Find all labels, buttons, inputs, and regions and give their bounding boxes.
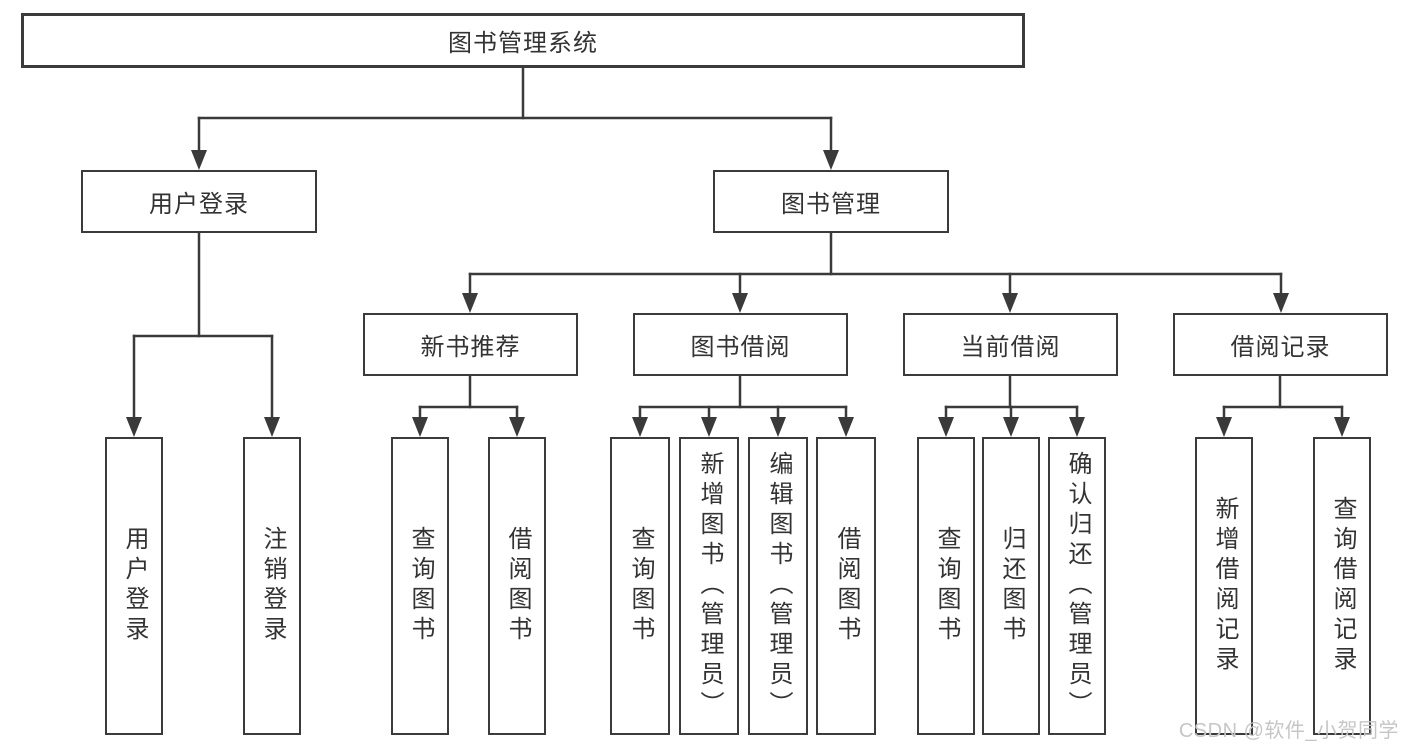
- leaf-label: 查询图书: [933, 526, 960, 646]
- leaf-query-books: 查询图书: [391, 437, 449, 735]
- leaf-label: 确认归还（管理员）: [1064, 451, 1091, 721]
- leaf-query-books: 查询图书: [610, 437, 670, 735]
- leaf-label: 借阅图书: [504, 526, 531, 646]
- node-book-management: 图书管理: [713, 170, 949, 233]
- leaf-add-borrow-record: 新增借阅记录: [1195, 437, 1253, 735]
- arrowhead: [1002, 293, 1018, 313]
- leaf-confirm-return-admin: 确认归还（管理员）: [1048, 437, 1106, 735]
- node-borrow-records: 借阅记录: [1173, 313, 1388, 376]
- leaf-label: 编辑图书（管理员）: [765, 451, 792, 721]
- leaf-label: 新增借阅记录: [1211, 496, 1238, 676]
- node-root: 图书管理系统: [21, 13, 1025, 68]
- leaf-query-borrow-record: 查询借阅记录: [1313, 437, 1371, 735]
- arrowhead: [1069, 417, 1085, 437]
- leaf-label: 新增图书（管理员）: [696, 451, 723, 721]
- leaf-return-books: 归还图书: [982, 437, 1040, 735]
- leaf-label: 查询借阅记录: [1329, 496, 1356, 676]
- arrowhead: [823, 150, 839, 170]
- leaf-label: 借阅图书: [833, 526, 860, 646]
- leaf-label: 注销登录: [259, 526, 286, 646]
- leaf-label: 查询图书: [407, 526, 434, 646]
- node-new-book-recommend: 新书推荐: [363, 313, 578, 376]
- watermark: CSDN @软件_小贺同学: [1178, 720, 1399, 742]
- node-current-borrow: 当前借阅: [903, 313, 1118, 376]
- arrowhead: [264, 417, 280, 437]
- leaf-edit-books-admin: 编辑图书（管理员）: [748, 437, 808, 735]
- arrowhead: [462, 293, 478, 313]
- arrowhead: [770, 417, 786, 437]
- arrowhead: [412, 417, 428, 437]
- arrowhead: [1003, 417, 1019, 437]
- arrowhead: [938, 417, 954, 437]
- arrowhead: [632, 417, 648, 437]
- node-user-login: 用户登录: [81, 170, 317, 233]
- leaf-label: 用户登录: [121, 526, 148, 646]
- leaf-query-books: 查询图书: [917, 437, 975, 735]
- arrowhead: [126, 417, 142, 437]
- node-book-borrow: 图书借阅: [633, 313, 848, 376]
- leaf-logout: 注销登录: [243, 437, 301, 735]
- leaf-user-login: 用户登录: [105, 437, 163, 735]
- leaf-borrow-books: 借阅图书: [488, 437, 546, 735]
- arrowhead: [1334, 417, 1350, 437]
- arrowhead: [838, 417, 854, 437]
- arrowhead: [191, 150, 207, 170]
- leaf-label: 归还图书: [998, 526, 1025, 646]
- leaf-borrow-books: 借阅图书: [816, 437, 876, 735]
- arrowhead: [509, 417, 525, 437]
- leaf-add-books-admin: 新增图书（管理员）: [679, 437, 739, 735]
- arrowhead: [1216, 417, 1232, 437]
- leaf-label: 查询图书: [627, 526, 654, 646]
- arrowhead: [1273, 293, 1289, 313]
- arrowhead: [701, 417, 717, 437]
- arrowhead: [732, 293, 748, 313]
